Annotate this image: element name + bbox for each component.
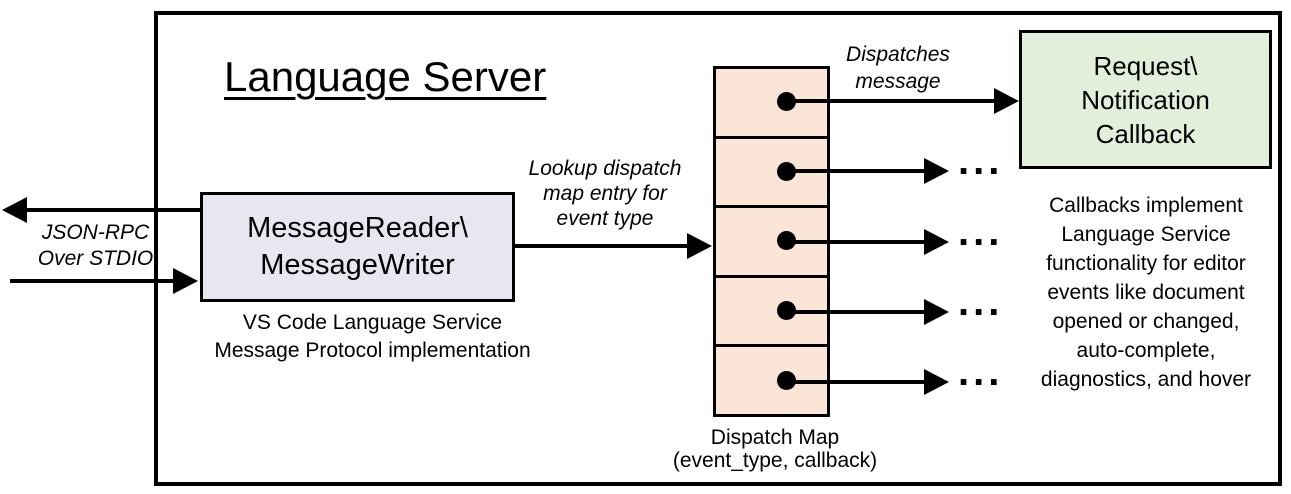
dispatch-map-cell [716,135,827,206]
lookup-label: Lookup dispatch map entry for event type [528,157,682,230]
callbacks-note: Callbacks implement Language Service fun… [1040,194,1252,391]
json-rpc-stdio-label: JSON-RPC Over STDIO [37,221,154,270]
lookup-arrow-head-icon [687,233,712,259]
ellipsis-2: ... [958,210,1004,254]
diagram-title: Language Server [224,53,547,100]
dispatch-arrow-2-head-icon [924,158,949,184]
map-entry-dot-icon [777,92,797,112]
dispatch-map-cell [716,69,827,136]
dispatch-map-cell [716,274,827,345]
stdio-in-arrow-head-icon [173,268,198,294]
dispatch-map-cell [716,344,827,414]
map-entry-dot-icon [777,301,797,321]
dispatch-arrow-5-head-icon [924,369,949,395]
reader-caption: VS Code Language Service Message Protoco… [214,311,531,362]
stdio-out-arrow-head-icon [2,197,27,223]
lookup-arrow-line [515,244,688,248]
dispatches-message-label: Dispatches message [846,43,950,93]
ellipsis-3: ... [958,280,1004,324]
map-entry-dot-icon [777,231,797,251]
language-server-boundary-box [154,11,1282,486]
dispatch-arrow-3-line [793,240,925,244]
dispatch-arrow-4-line [793,310,925,314]
dispatch-map-caption: Dispatch Map (event_type, callback) [672,426,878,472]
dispatch-arrow-4-head-icon [924,299,949,325]
dispatch-arrow-3-head-icon [924,229,949,255]
request-notification-callback-box: Request\ Notification Callback [1019,30,1272,169]
map-entry-dot-icon [777,161,797,181]
dispatch-map [713,66,830,417]
dispatch-arrow-5-line [793,380,925,384]
ellipsis-4: ... [958,350,1004,394]
dispatch-arrow-1-line [793,99,995,103]
dispatch-arrow-2-line [793,169,925,173]
dispatch-map-cell [716,205,827,275]
map-entry-dot-icon [777,370,797,390]
stdio-out-arrow-line [26,208,202,212]
ellipsis-1: ... [958,139,1004,183]
stdio-in-arrow-line [10,279,174,283]
dispatch-arrow-1-head-icon [994,88,1019,114]
message-reader-writer-box: MessageReader\ MessageWriter [200,192,515,302]
